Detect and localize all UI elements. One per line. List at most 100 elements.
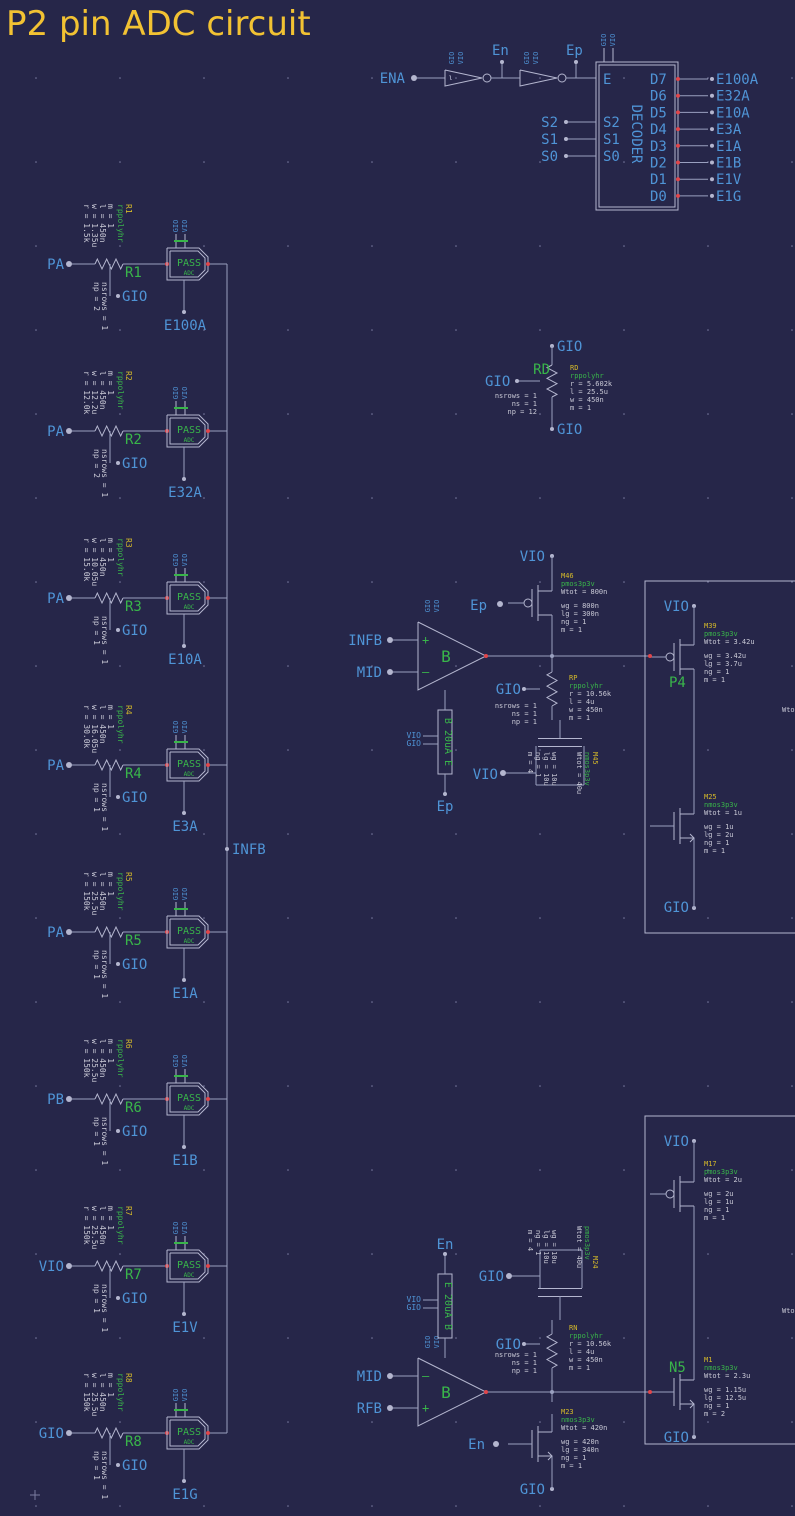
supply-bar (174, 1409, 188, 1411)
grid-dot (287, 1421, 289, 1423)
supply-label: GIO (172, 554, 180, 567)
param-text: np = 1 (92, 950, 101, 979)
grid-dot (35, 161, 37, 163)
symbol-outline (519, 69, 558, 87)
grid-dot (539, 413, 541, 415)
param-text: nsrows = 1 (100, 449, 109, 497)
param-text: m = 1 (569, 714, 590, 722)
grid-dot (119, 1253, 121, 1255)
supply-label: GIO (407, 1303, 422, 1312)
param-text: r = 15.0k (82, 538, 91, 582)
net-label: PA (47, 591, 64, 607)
param-text: lg = 12.5u (704, 1394, 746, 1402)
param-text: m = 1 (704, 676, 725, 684)
supply-bar (174, 407, 188, 409)
small-name: M46 (561, 572, 574, 580)
pin-dot (206, 262, 210, 266)
pass-sub-label: ADC (184, 1105, 195, 1112)
grid-dot (791, 1169, 793, 1171)
param-text: w = 25.5u (90, 1206, 99, 1250)
param-text: w = 450n (569, 1356, 603, 1364)
pin-label: S2 (603, 115, 620, 131)
pin-dot (66, 1096, 72, 1102)
net-label: En (468, 1437, 485, 1453)
symbol-outline (444, 69, 483, 87)
pin-label: D3 (650, 139, 667, 155)
supply-label: GIO (172, 721, 180, 734)
param-text: w = 25.5u (90, 1373, 99, 1417)
pin-dot (206, 930, 210, 934)
symbol-outline (166, 1416, 209, 1450)
param-text: Wtot = 420n (561, 1424, 607, 1432)
grid-dot (539, 1169, 541, 1171)
param-text: m = 1 (106, 538, 115, 562)
pass-label: PASS (177, 1260, 201, 1271)
net-label: VIO (520, 549, 545, 565)
supply-bar (174, 1242, 188, 1244)
pin-dot (676, 193, 680, 198)
param-text: w = 450n (569, 706, 603, 714)
param-text: r = 150k (82, 872, 91, 911)
grid-dot (287, 77, 289, 79)
net-label: GIO (496, 682, 521, 698)
grid-dot (35, 833, 37, 835)
pin-dot (206, 429, 210, 433)
pin-dot (522, 687, 526, 691)
grid-dot (791, 1505, 793, 1507)
small-name: M24 (591, 1256, 599, 1269)
net-label: E3A (716, 122, 742, 138)
instance-label: R8 (125, 1434, 142, 1450)
net-label: GIO (122, 1124, 147, 1140)
param-text: lg = 10u (542, 1230, 550, 1264)
amp-symbol: B (441, 647, 451, 666)
symbol-outline (94, 1092, 124, 1106)
grid-dot (371, 1169, 373, 1171)
small-name: R3 (124, 538, 133, 548)
supply-label: GIO (448, 52, 456, 65)
gate-bubble (665, 1189, 675, 1199)
param-text: l = 450n (98, 371, 107, 410)
grid-dot (707, 1505, 709, 1507)
grid-dot (371, 833, 373, 835)
param-text: nmos3p3v (583, 752, 591, 786)
param-text: m = 1 (704, 1214, 725, 1222)
param-text: ng = 1 (704, 1206, 729, 1214)
pin-dot (497, 601, 503, 607)
grid-dot (539, 1085, 541, 1087)
param-text: ng = 1 (534, 1230, 542, 1255)
grid-dot (455, 1085, 457, 1087)
page-title: P2 pin ADC circuit (6, 4, 311, 44)
pin-dot (387, 1405, 393, 1411)
supply-label: GIO (172, 1222, 180, 1235)
symbol-outline (169, 250, 206, 278)
small-name: R5 (124, 872, 133, 882)
net-label: GIO (557, 422, 582, 438)
net-label: Ep (437, 799, 454, 815)
pin-dot (66, 762, 72, 768)
grid-dot (371, 329, 373, 331)
param-text: lg = 340n (561, 1446, 599, 1454)
supply-label: VIO (433, 600, 441, 613)
stage-box (644, 1115, 795, 1445)
symbol-outline (169, 1252, 206, 1280)
inverter-mark: ι (448, 73, 453, 82)
symbol-outline (94, 1426, 124, 1440)
grid-dot (539, 665, 541, 667)
grid-dot (119, 1421, 121, 1423)
net-label: E3A (172, 819, 198, 835)
small-name: M23 (561, 1408, 574, 1416)
pin-dot (66, 1263, 72, 1269)
grid-dot (119, 161, 121, 163)
grid-dot (539, 1337, 541, 1339)
pin-dot (116, 461, 120, 465)
pin-dot (225, 847, 229, 851)
instance-label: P4 (669, 675, 686, 691)
pin-label: D7 (650, 72, 667, 88)
symbol-outline (94, 591, 124, 605)
net-label: GIO (122, 1458, 147, 1474)
supply-label: GIO (172, 387, 180, 400)
param-text: l = 4u (569, 1348, 594, 1356)
grid-dot (791, 665, 793, 667)
grid-dot (707, 77, 709, 79)
